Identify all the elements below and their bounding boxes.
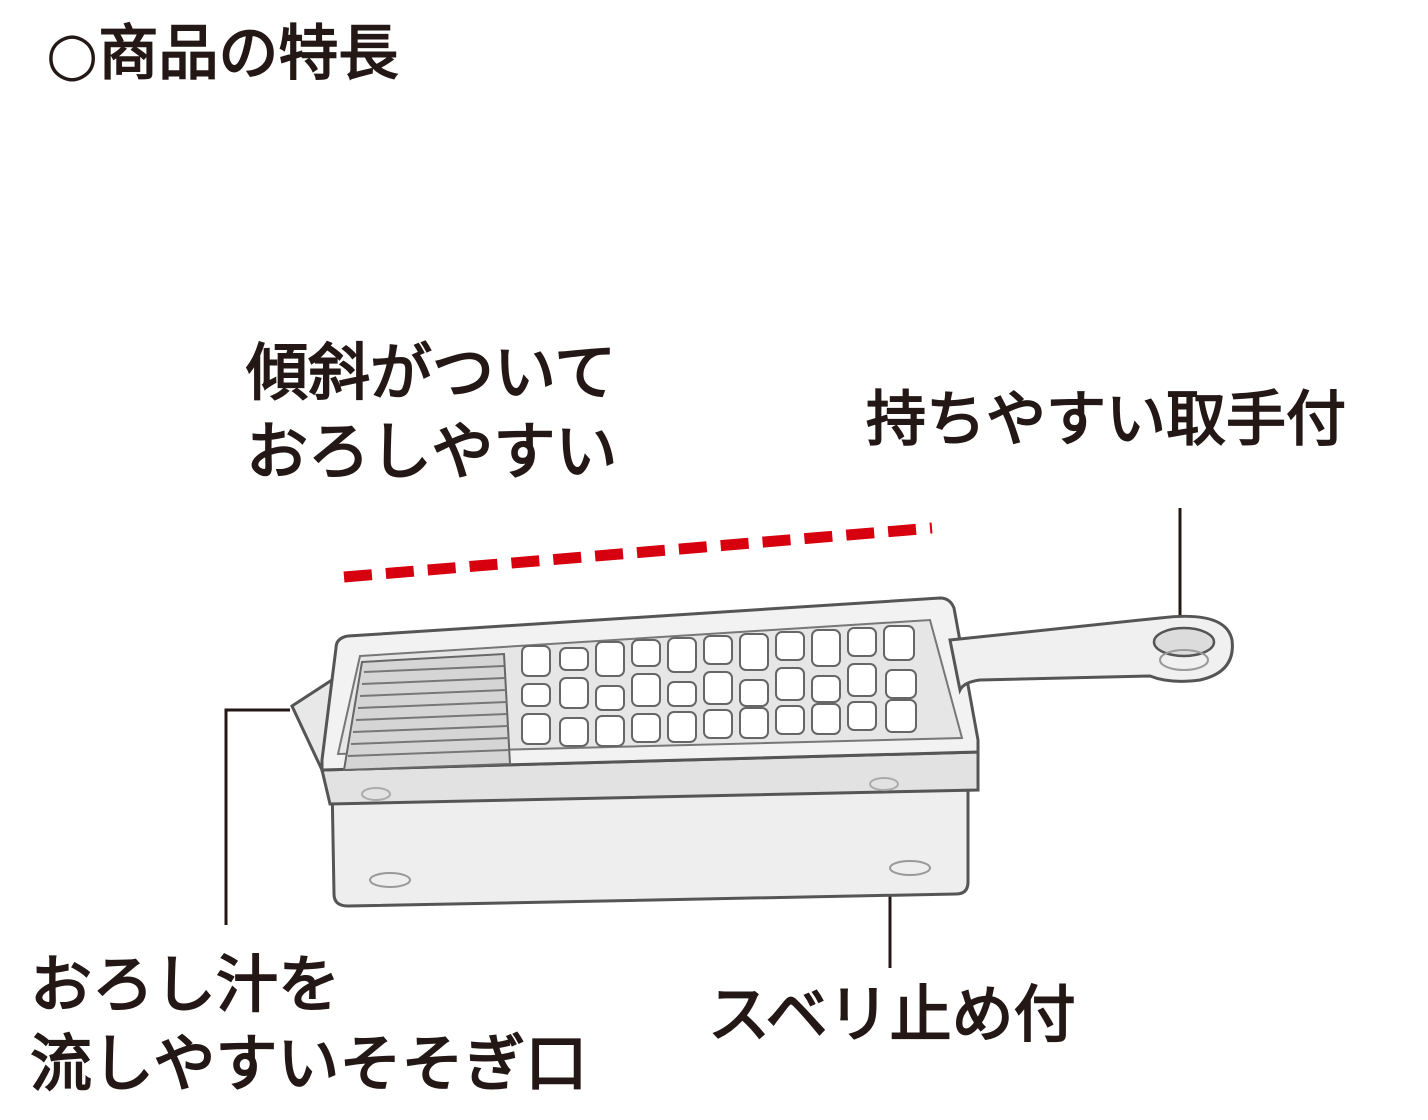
- feature-slope-line-2: おろしやすい: [246, 414, 618, 488]
- coarse-grater-area: [521, 625, 917, 747]
- feature-spout-line-2: 流しやすいそそぎ口: [30, 1026, 588, 1100]
- feature-spout-line-1: おろし汁を: [30, 948, 341, 1021]
- slope-indicator-line: [343, 522, 933, 583]
- spout-leader-line: [224, 708, 290, 925]
- fine-grater-area: [342, 652, 512, 772]
- nonslip-foot: [369, 872, 411, 888]
- feature-slope-line-1: 傾斜がついて: [246, 336, 617, 409]
- page-title: ○商品の特長: [46, 19, 399, 89]
- feature-spout-label: おろし汁を 流しやすいそそぎ口: [30, 946, 587, 1103]
- feature-handle-label: 持ちやすい取手付: [866, 385, 1346, 455]
- handle-hole: [1152, 626, 1216, 658]
- container-body: [330, 768, 970, 908]
- feature-nonslip-label: スベリ止め付: [708, 978, 1076, 1051]
- feature-slope-label: 傾斜がついて おろしやすい: [246, 334, 617, 491]
- nonslip-foot: [889, 860, 931, 876]
